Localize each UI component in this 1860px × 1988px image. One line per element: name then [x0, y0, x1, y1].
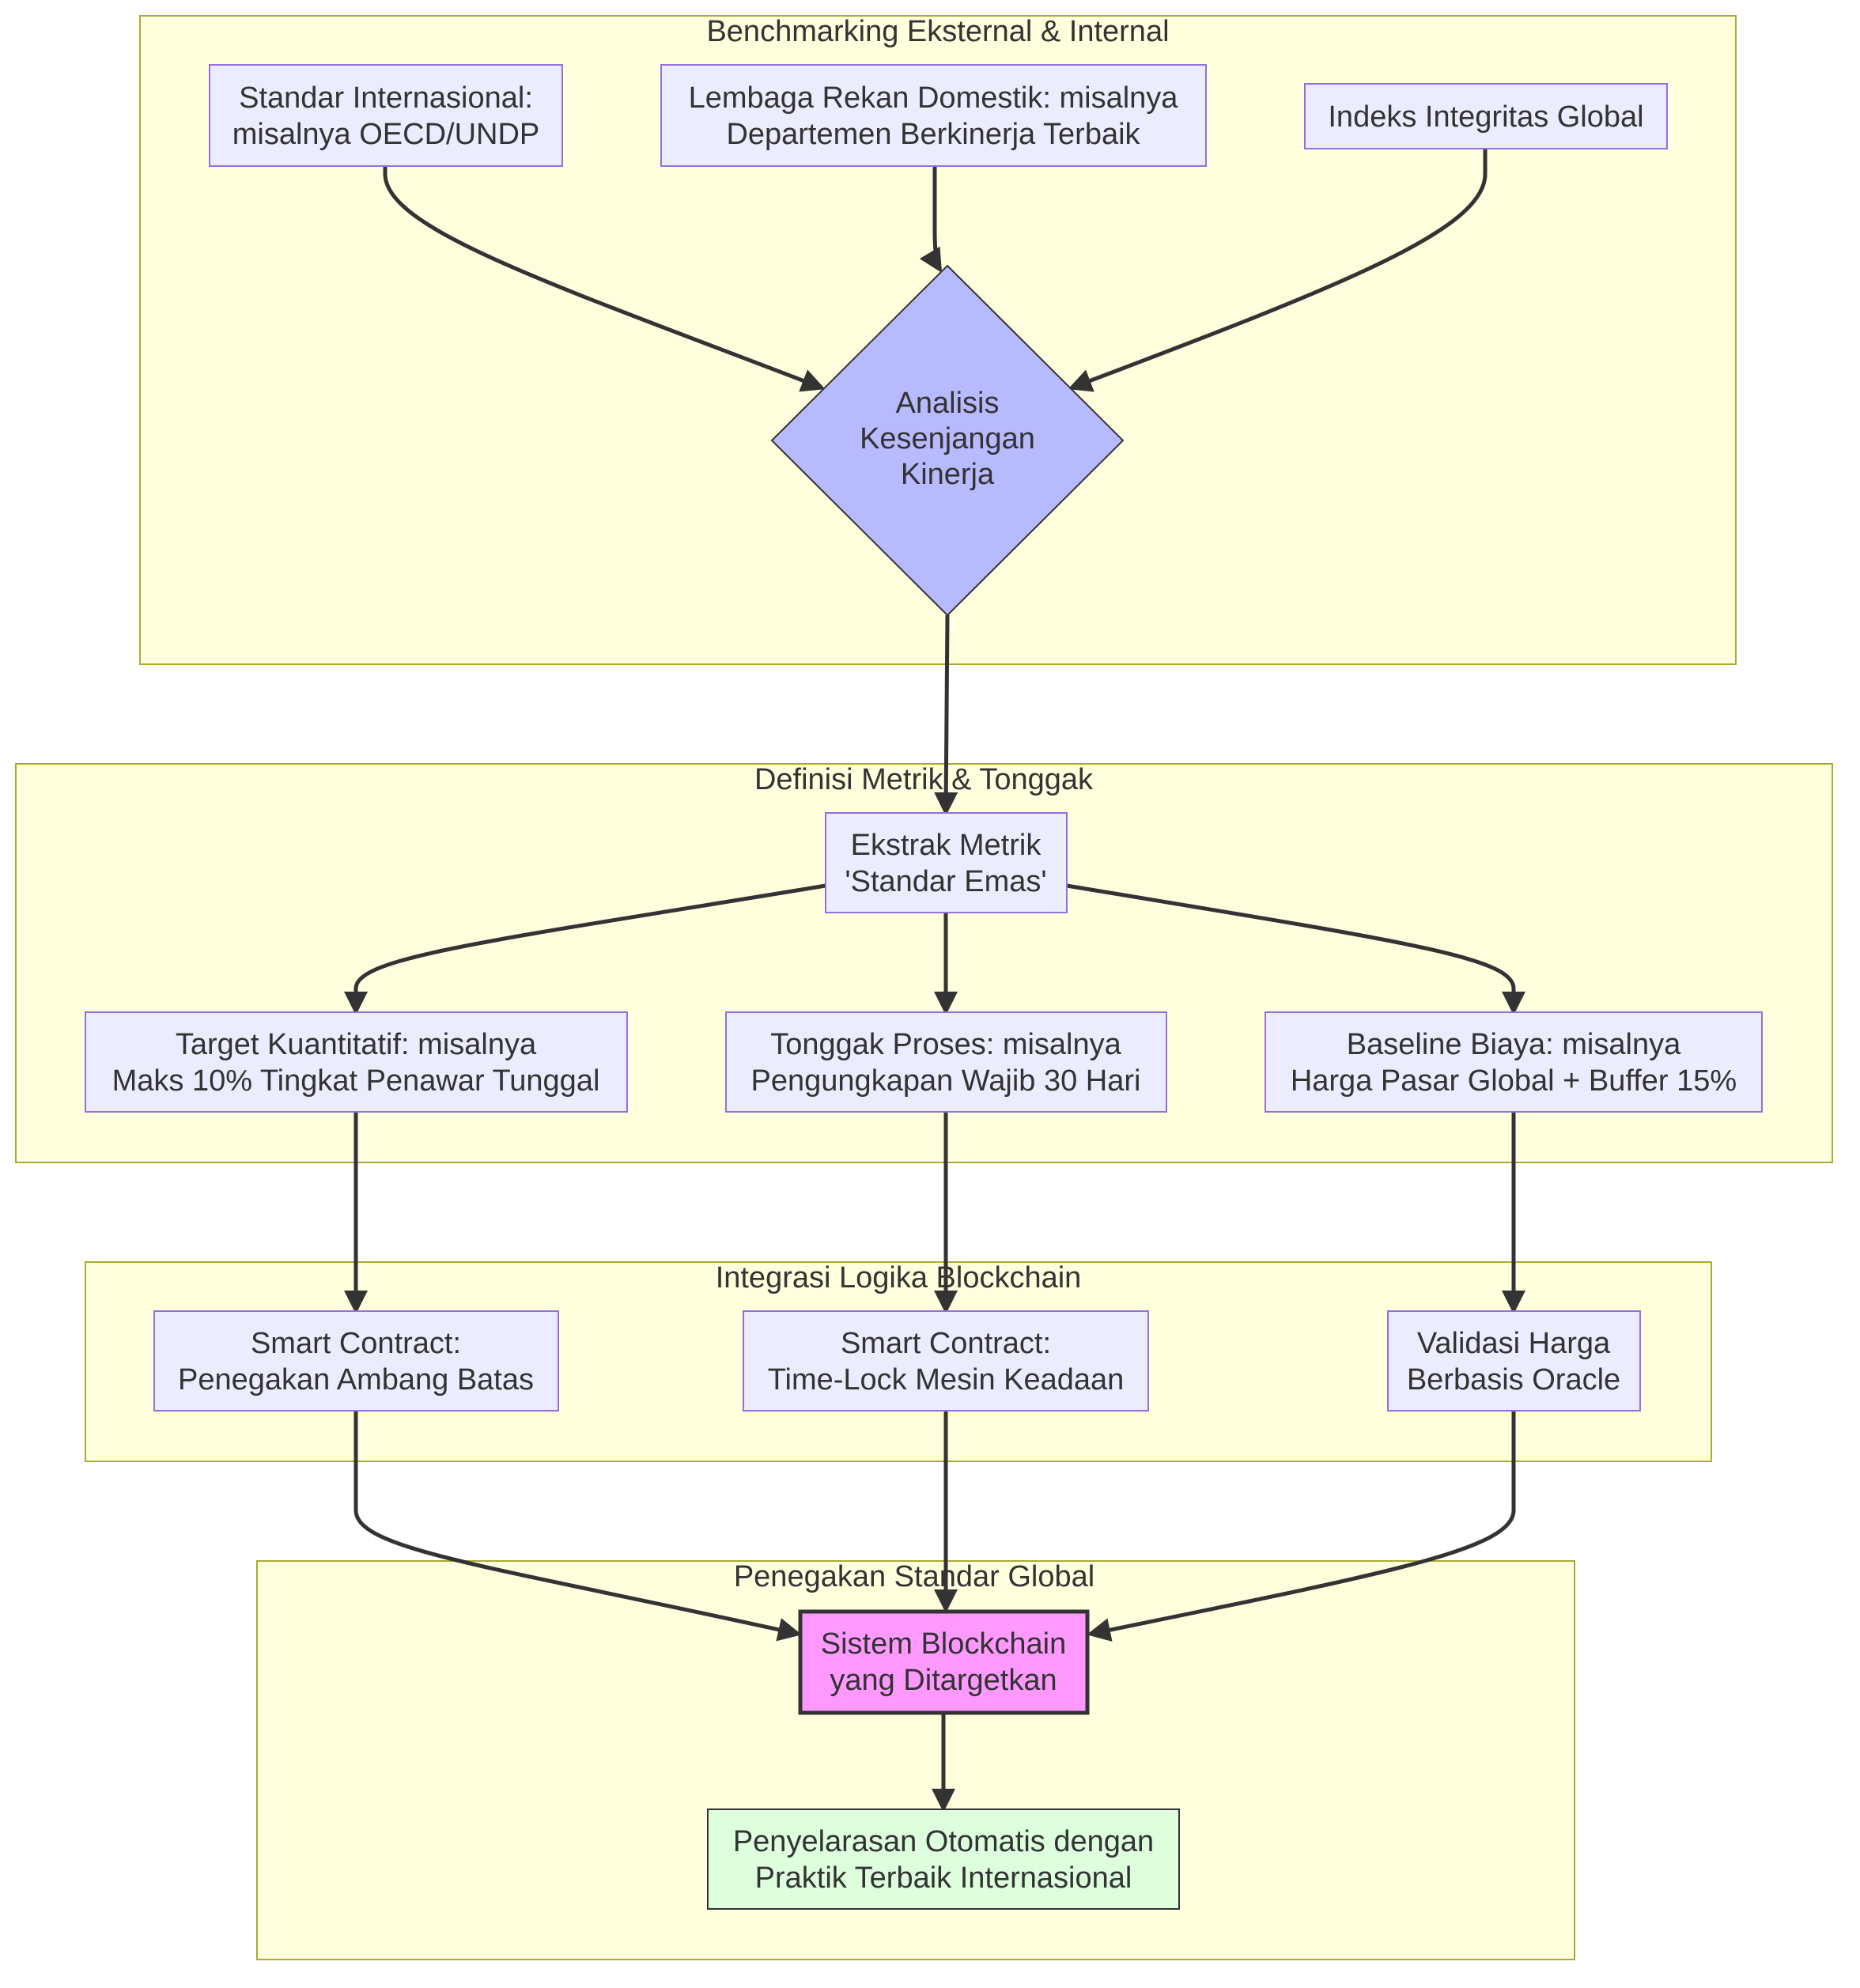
node-label: Maks 10% Tingkat Penawar Tunggal: [112, 1064, 600, 1098]
node-label: Kesenjangan: [860, 422, 1035, 455]
node-label: Harga Pasar Global + Buffer 15%: [1291, 1064, 1737, 1098]
cluster-title-blockchain: Integrasi Logika Blockchain: [716, 1261, 1082, 1294]
node-label: yang Ditargetkan: [830, 1664, 1057, 1697]
node-international-standard: Standar Internasional: misalnya OECD/UND…: [209, 64, 563, 167]
node-label: Sistem Blockchain: [821, 1627, 1066, 1661]
node-label: Lembaga Rekan Domestik: misalnya: [689, 81, 1179, 115]
node-quantitative-target: Target Kuantitatif: misalnya Maks 10% Ti…: [85, 1011, 628, 1113]
node-integrity-index: Indeks Integritas Global: [1304, 83, 1668, 149]
node-label: Kinerja: [901, 458, 995, 491]
node-extract-metrics: Ekstrak Metrik 'Standar Emas': [825, 812, 1068, 913]
node-label: Penegakan Ambang Batas: [178, 1363, 534, 1397]
node-smart-contract-timelock: Smart Contract: Time-Lock Mesin Keadaan: [743, 1310, 1149, 1412]
edge-index-to-gap: [1068, 149, 1488, 392]
edge-extract-to-cost: [1066, 883, 1525, 1015]
node-label: Tonggak Proses: misalnya: [770, 1028, 1121, 1061]
node-label: Analisis: [896, 387, 1000, 420]
edge-threshold-to-target: [353, 1411, 802, 1642]
node-label: Time-Lock Mesin Keadaan: [768, 1363, 1125, 1397]
node-label: Smart Contract:: [251, 1327, 461, 1360]
cluster-title-benchmarking: Benchmarking Eksternal & Internal: [706, 15, 1169, 48]
node-label: Indeks Integritas Global: [1328, 100, 1643, 134]
node-label: Target Kuantitatif: misalnya: [176, 1028, 537, 1061]
node-gap-analysis: Analisis Kesenjangan Kinerja: [770, 264, 1125, 617]
node-label: Baseline Biaya: misalnya: [1347, 1028, 1681, 1061]
node-process-milestone: Tonggak Proses: misalnya Pengungkapan Wa…: [725, 1011, 1167, 1113]
edge-oracle-to-target: [1087, 1411, 1516, 1642]
cluster-title-enforcement: Penegakan Standar Global: [734, 1560, 1094, 1593]
node-oracle-validation: Validasi Harga Berbasis Oracle: [1387, 1310, 1641, 1412]
node-cost-baseline: Baseline Biaya: misalnya Harga Pasar Glo…: [1265, 1011, 1763, 1113]
node-label: Penyelarasan Otomatis dengan: [733, 1825, 1154, 1858]
edges: [344, 149, 1525, 1812]
node-domestic-peer: Lembaga Rekan Domestik: misalnya Departe…: [660, 64, 1207, 167]
node-label: 'Standar Emas': [845, 865, 1046, 898]
node-label: Ekstrak Metrik: [851, 829, 1042, 862]
node-label: Berbasis Oracle: [1407, 1363, 1620, 1397]
node-label: Smart Contract:: [841, 1327, 1051, 1360]
node-label: Validasi Harga: [1417, 1327, 1611, 1360]
node-label: Standar Internasional:: [239, 81, 533, 115]
node-label: Pengungkapan Wajib 30 Hari: [751, 1064, 1141, 1098]
cluster-title-metrics: Definisi Metrik & Tonggak: [754, 763, 1094, 796]
node-target-system: Sistem Blockchain yang Ditargetkan: [798, 1609, 1090, 1715]
node-automatic-alignment: Penyelarasan Otomatis dengan Praktik Ter…: [707, 1808, 1180, 1910]
edge-domestic-to-gap: [919, 166, 943, 274]
node-label: Departemen Berkinerja Terbaik: [726, 118, 1140, 151]
node-smart-contract-threshold: Smart Contract: Penegakan Ambang Batas: [153, 1310, 559, 1412]
node-label: misalnya OECD/UNDP: [232, 118, 540, 151]
edge-intl-to-gap: [383, 166, 826, 392]
edge-gap-to-extract: [934, 614, 958, 816]
node-label: Praktik Terbaik Internasional: [755, 1861, 1132, 1895]
edge-extract-to-quant: [344, 883, 826, 1015]
